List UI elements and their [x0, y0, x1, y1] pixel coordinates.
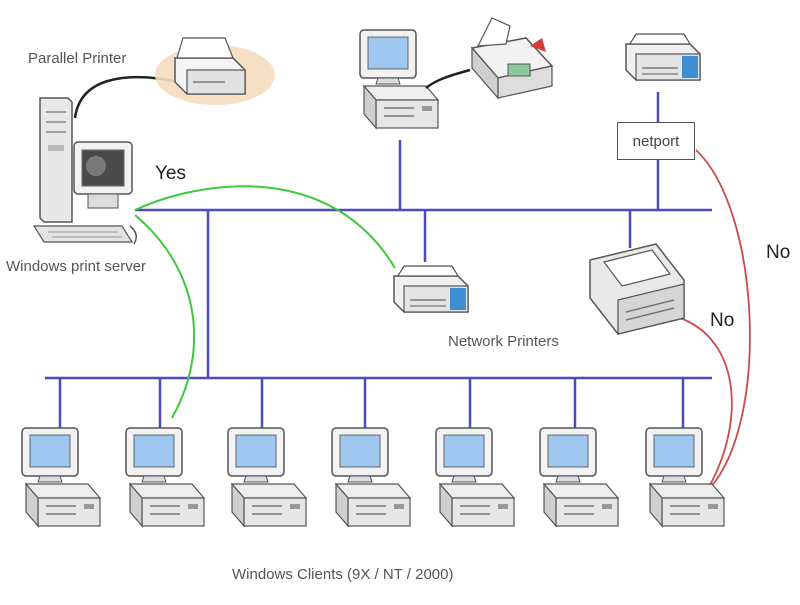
- no-label-right: No: [766, 242, 791, 263]
- client-computer-6: [539, 427, 619, 527]
- print-server-computer: [32, 97, 137, 245]
- top-desktop-computer: [359, 29, 439, 129]
- client-computer-1: [21, 427, 101, 527]
- client-to-server-yes-line: [134, 214, 196, 419]
- netport-box: netport: [617, 122, 695, 160]
- parallel-printer: [155, 37, 275, 105]
- netport-printer: [625, 33, 701, 81]
- network-printers-label: Network Printers: [448, 333, 559, 350]
- parallel-printer-label: Parallel Printer: [28, 50, 127, 67]
- client-computer-2: [125, 427, 205, 527]
- fax-machine-icon: [425, 17, 554, 100]
- no-label-printer: No: [710, 310, 735, 331]
- network-printer-1: [393, 265, 469, 313]
- no-connection-line-printer: [679, 317, 733, 486]
- client-computer-4: [331, 427, 411, 527]
- yes-label: Yes: [155, 163, 186, 184]
- windows-clients-label: Windows Clients (9X / NT / 2000): [232, 566, 454, 583]
- network-printer-2: [589, 243, 685, 335]
- print-server-label: Windows print server: [6, 258, 147, 275]
- client-computer-3: [227, 427, 307, 527]
- client-computer-7: [645, 427, 725, 527]
- yes-connection-line: [134, 185, 396, 269]
- network-backbone: [45, 92, 712, 430]
- client-computer-5: [435, 427, 515, 527]
- no-connection-line-netport: [695, 149, 751, 489]
